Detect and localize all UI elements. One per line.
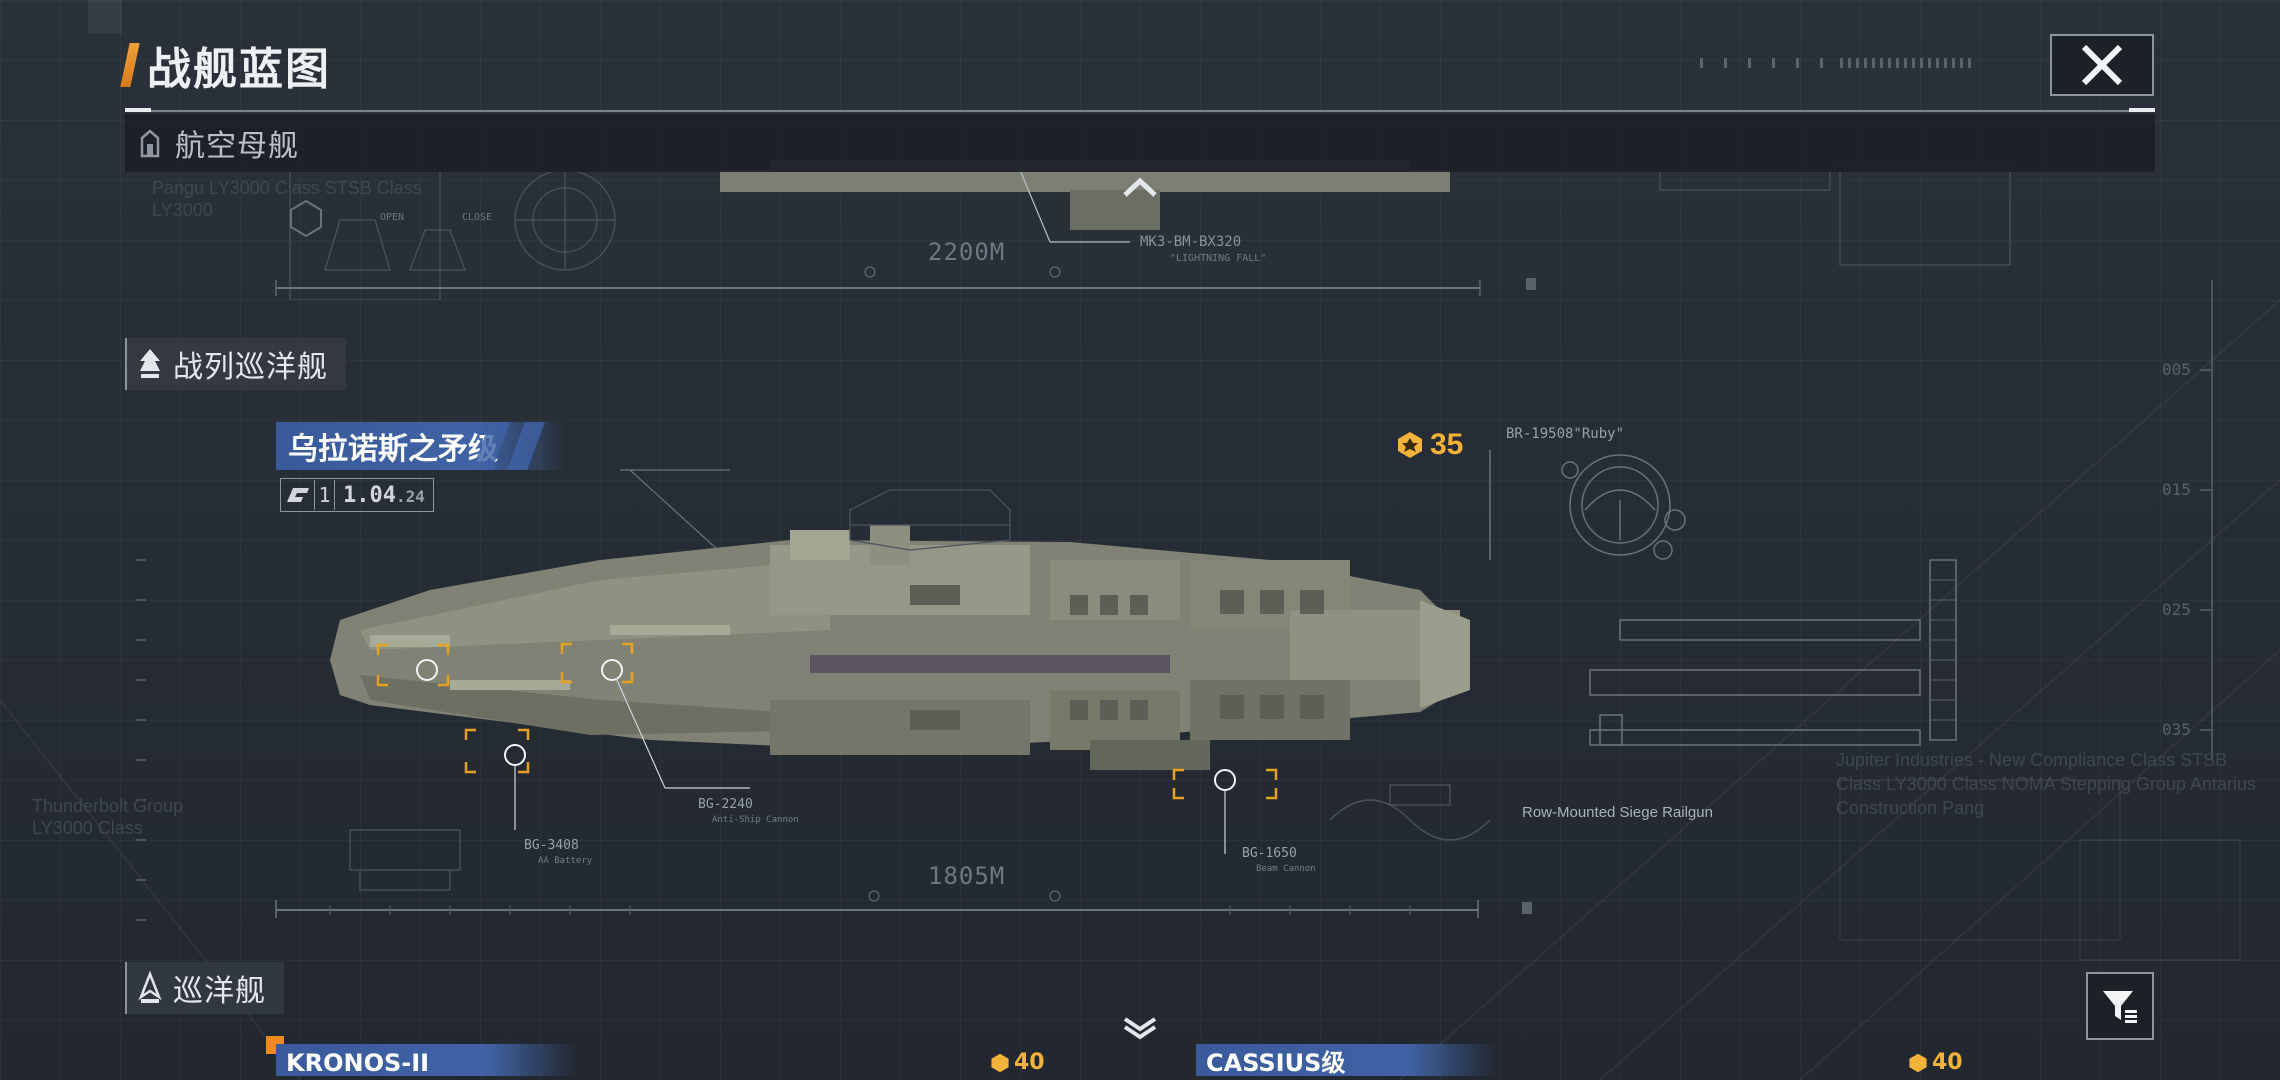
ship-version-number: 1.04.24 [335, 483, 433, 508]
bottom-card-2-label: CASSIUS级 [1206, 1049, 1346, 1076]
bottom-card-1-name[interactable]: KRONOS-II [276, 1044, 576, 1076]
chevron-down-icon [1123, 1017, 1157, 1040]
component-brackets [376, 642, 1278, 800]
bottom-card-2-name[interactable]: CASSIUS级 [1196, 1044, 1496, 1076]
svg-text:015: 015 [2162, 480, 2191, 499]
faded-text-ly3000: LY3000 Class [32, 818, 143, 838]
page-header: 战舰蓝图 [120, 38, 331, 95]
category-carrier-label: 航空母舰 [175, 129, 299, 164]
svg-text:005: 005 [2162, 360, 2191, 379]
faded-text-jupiter: Jupiter Industries - New Compliance Clas… [1836, 750, 2256, 818]
category-cruiser[interactable]: 巡洋舰 [125, 962, 284, 1014]
ship-scale-label: 1805M [928, 862, 1006, 890]
component-desc-1: Anti-Ship Cannon [712, 815, 799, 825]
ship-spec-ruby: BR-19508"Ruby" [1506, 426, 1625, 442]
bottom-card-1-power-value: 40 [1014, 1050, 1045, 1075]
ship-power-value: 35 [1430, 428, 1464, 461]
header-divider-cap-right [2129, 108, 2155, 112]
svg-text:025: 025 [2162, 600, 2191, 619]
ship-name: 乌拉诺斯之矛级 [288, 432, 498, 467]
carrier-schematic-label-open: OPEN [380, 212, 405, 223]
power-icon [991, 1053, 1009, 1072]
component-label-1: BG-2240 [698, 797, 753, 812]
ship-name-stripes [472, 422, 545, 470]
version-logo-icon [281, 480, 315, 510]
filter-button[interactable] [2086, 972, 2154, 1040]
carrier-faded-text-1: Pangu LY3000 Class STSB Class [152, 178, 422, 198]
category-battlecruiser[interactable]: 战列巡洋舰 [125, 338, 346, 390]
category-cruiser-label: 巡洋舰 [173, 974, 266, 1009]
carrier-weapon-sub: "LIGHTNING FALL" [1170, 253, 1267, 264]
header-tick-decor [1700, 58, 1971, 68]
scroll-up-button[interactable] [1122, 176, 1158, 202]
ship-version-major: 1.04 [343, 482, 396, 508]
power-icon [1398, 432, 1422, 458]
bottom-card-2-power: 40 [1908, 1050, 1963, 1075]
close-icon [2081, 44, 2123, 86]
bottom-card-2-power-value: 40 [1932, 1050, 1963, 1075]
ship-power-indicator: 35 [1396, 428, 1463, 462]
scroll-down-button[interactable] [1122, 1016, 1158, 1046]
carrier-class-icon [140, 129, 160, 158]
category-battlecruiser-label: 战列巡洋舰 [173, 350, 328, 385]
ship-tier: 1 [315, 480, 335, 510]
svg-text:035: 035 [2162, 720, 2191, 739]
carrier-faded-text-2: LY3000 [152, 200, 213, 220]
ship-hull [330, 525, 1470, 770]
ship-railgun-title: Row-Mounted Siege Railgun [1522, 804, 1713, 821]
chevron-up-icon [1123, 177, 1157, 197]
component-desc-3: Beam Cannon [1256, 864, 1316, 874]
carrier-weapon-code: MK3-BM-BX320 [1140, 234, 1242, 250]
ship-version-minor: .24 [395, 486, 425, 506]
carrier-scale-label: 2200M [928, 238, 1006, 266]
power-icon [1909, 1053, 1927, 1072]
header-divider-cap-left [125, 108, 151, 112]
carrier-blueprint-preview [275, 160, 2011, 300]
component-label-2: BG-3408 [524, 838, 579, 853]
component-desc-2: AA Battery [538, 856, 593, 866]
battlecruiser-class-icon [140, 349, 160, 378]
filter-icon [2103, 991, 2137, 1023]
ship-blueprint[interactable] [270, 450, 2070, 920]
carrier-schematic-label-close: CLOSE [462, 212, 493, 223]
category-carrier[interactable]: 航空母舰 [125, 114, 2155, 172]
cruiser-class-icon [138, 971, 162, 1003]
ship-version-badge: 1 1.04.24 [280, 478, 434, 512]
bottom-card-1-power: 40 [990, 1050, 1045, 1075]
header-divider [125, 110, 2155, 112]
close-button[interactable] [2050, 34, 2154, 96]
component-label-3: BG-1650 [1242, 846, 1297, 861]
bottom-card-1-label: KRONOS-II [286, 1049, 430, 1076]
component-markers [416, 659, 1236, 791]
page-title: 战舰蓝图 [147, 44, 331, 95]
faded-text-thunderbolt: Thunderbolt Group [32, 796, 184, 816]
